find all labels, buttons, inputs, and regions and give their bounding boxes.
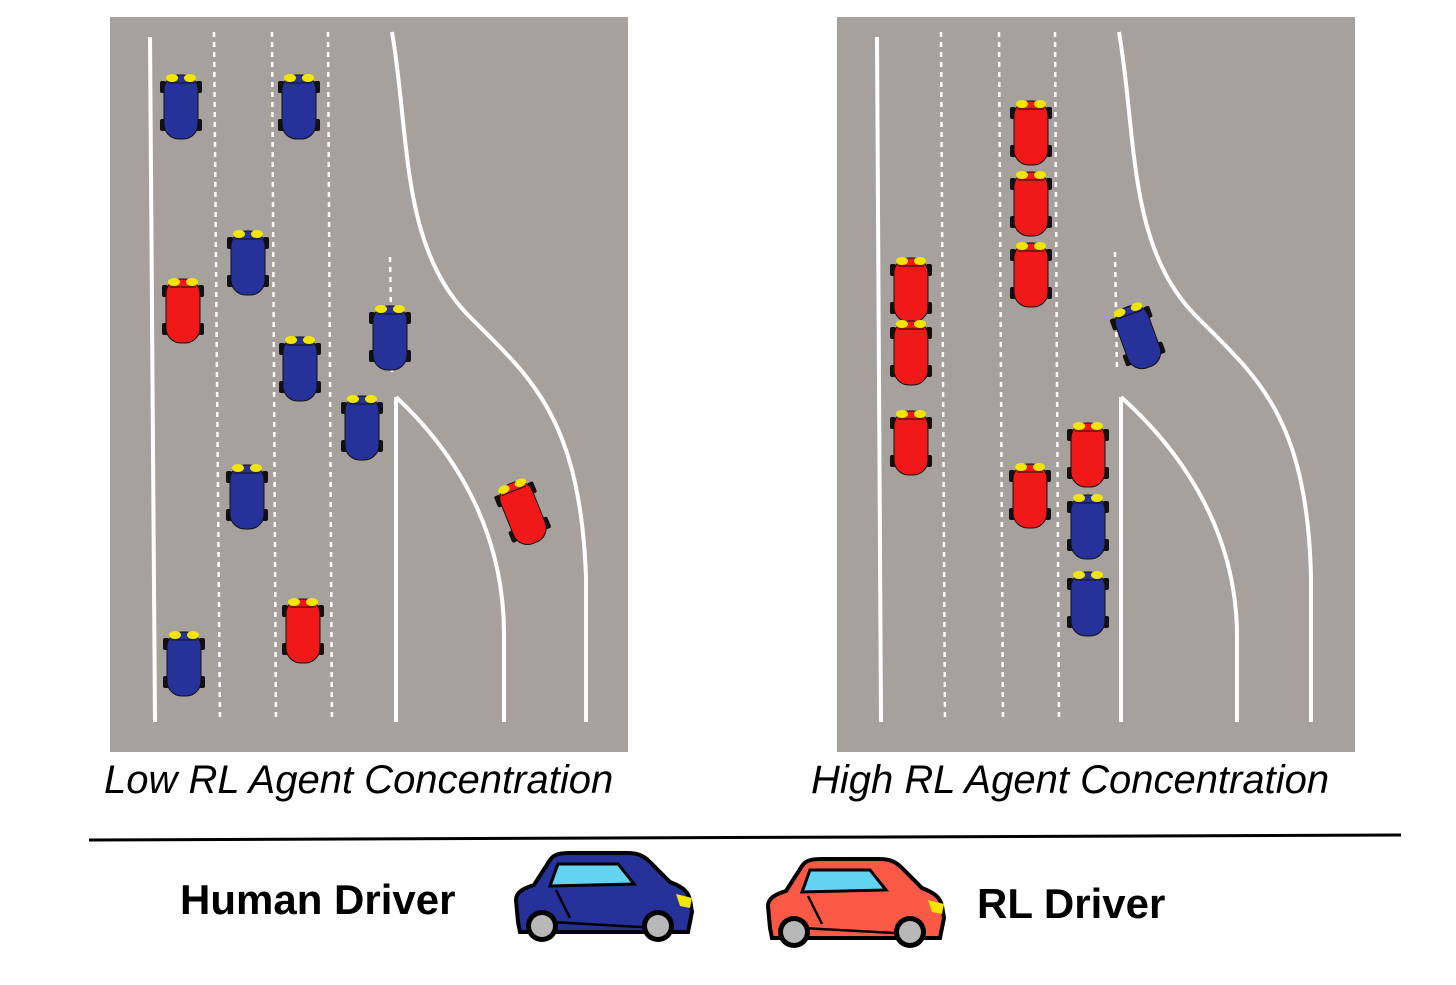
road-low-concentration (110, 17, 628, 752)
rl-car-3 (890, 257, 932, 323)
human-car-2 (227, 230, 269, 296)
rl-car-1 (1010, 171, 1052, 237)
solid-lane-line (1117, 31, 1313, 722)
rl-car-10 (494, 478, 551, 546)
human-car-4 (279, 336, 321, 402)
caption-high-concentration: High RL Agent Concentration (811, 758, 1330, 802)
solid-lane-line (394, 395, 507, 722)
human-car-6 (341, 395, 383, 461)
rl-car-7 (1067, 422, 1109, 488)
solid-lane-line (390, 31, 588, 722)
rl-car-2 (1010, 242, 1052, 308)
legend-rl-driver-label: RL Driver (977, 880, 1166, 927)
rl-car-8 (1009, 463, 1051, 529)
human-car-9 (163, 631, 205, 697)
human-car-0 (160, 74, 202, 140)
legend-human-driver-label: Human Driver (180, 876, 456, 923)
rl-car-icon (765, 857, 947, 948)
human-car-7 (226, 464, 268, 530)
caption-low-concentration: Low RL Agent Concentration (104, 758, 614, 802)
human-car-11 (278, 74, 320, 140)
human-car-6 (1109, 302, 1166, 370)
rl-car-5 (890, 410, 932, 476)
human-car-icon (513, 851, 695, 942)
rl-car-8 (282, 598, 324, 664)
rl-car-4 (890, 320, 932, 386)
road-high-concentration (837, 17, 1355, 752)
human-car-10 (1067, 571, 1109, 637)
solid-lane-line (148, 36, 157, 723)
rl-car-0 (1010, 100, 1052, 166)
human-car-9 (1067, 494, 1109, 560)
solid-lane-line (875, 36, 883, 723)
solid-lane-line (1119, 395, 1239, 722)
rl-car-3 (162, 278, 204, 344)
human-car-5 (369, 305, 411, 371)
